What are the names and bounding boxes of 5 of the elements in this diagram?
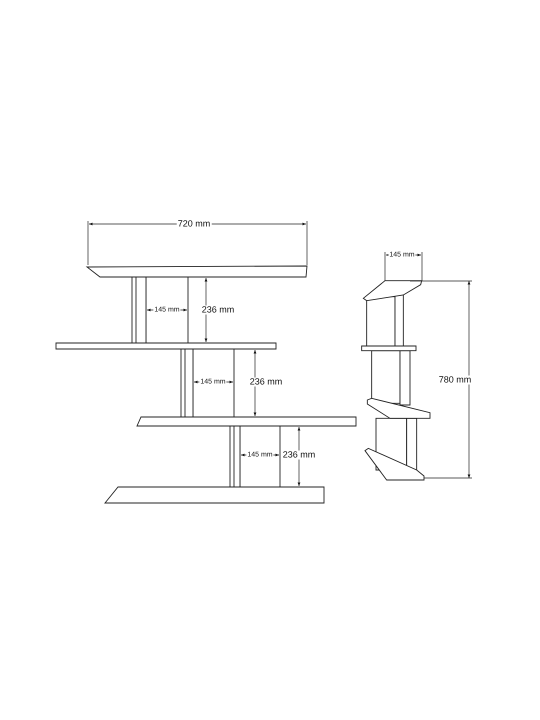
dimension-label: 236 mm bbox=[248, 378, 284, 386]
dimension-label: 720 mm bbox=[176, 220, 212, 228]
dimension-label: 236 mm bbox=[282, 450, 316, 460]
dimension-label: 780 mm bbox=[438, 376, 472, 384]
dimension-label: 236 mm bbox=[200, 306, 236, 314]
